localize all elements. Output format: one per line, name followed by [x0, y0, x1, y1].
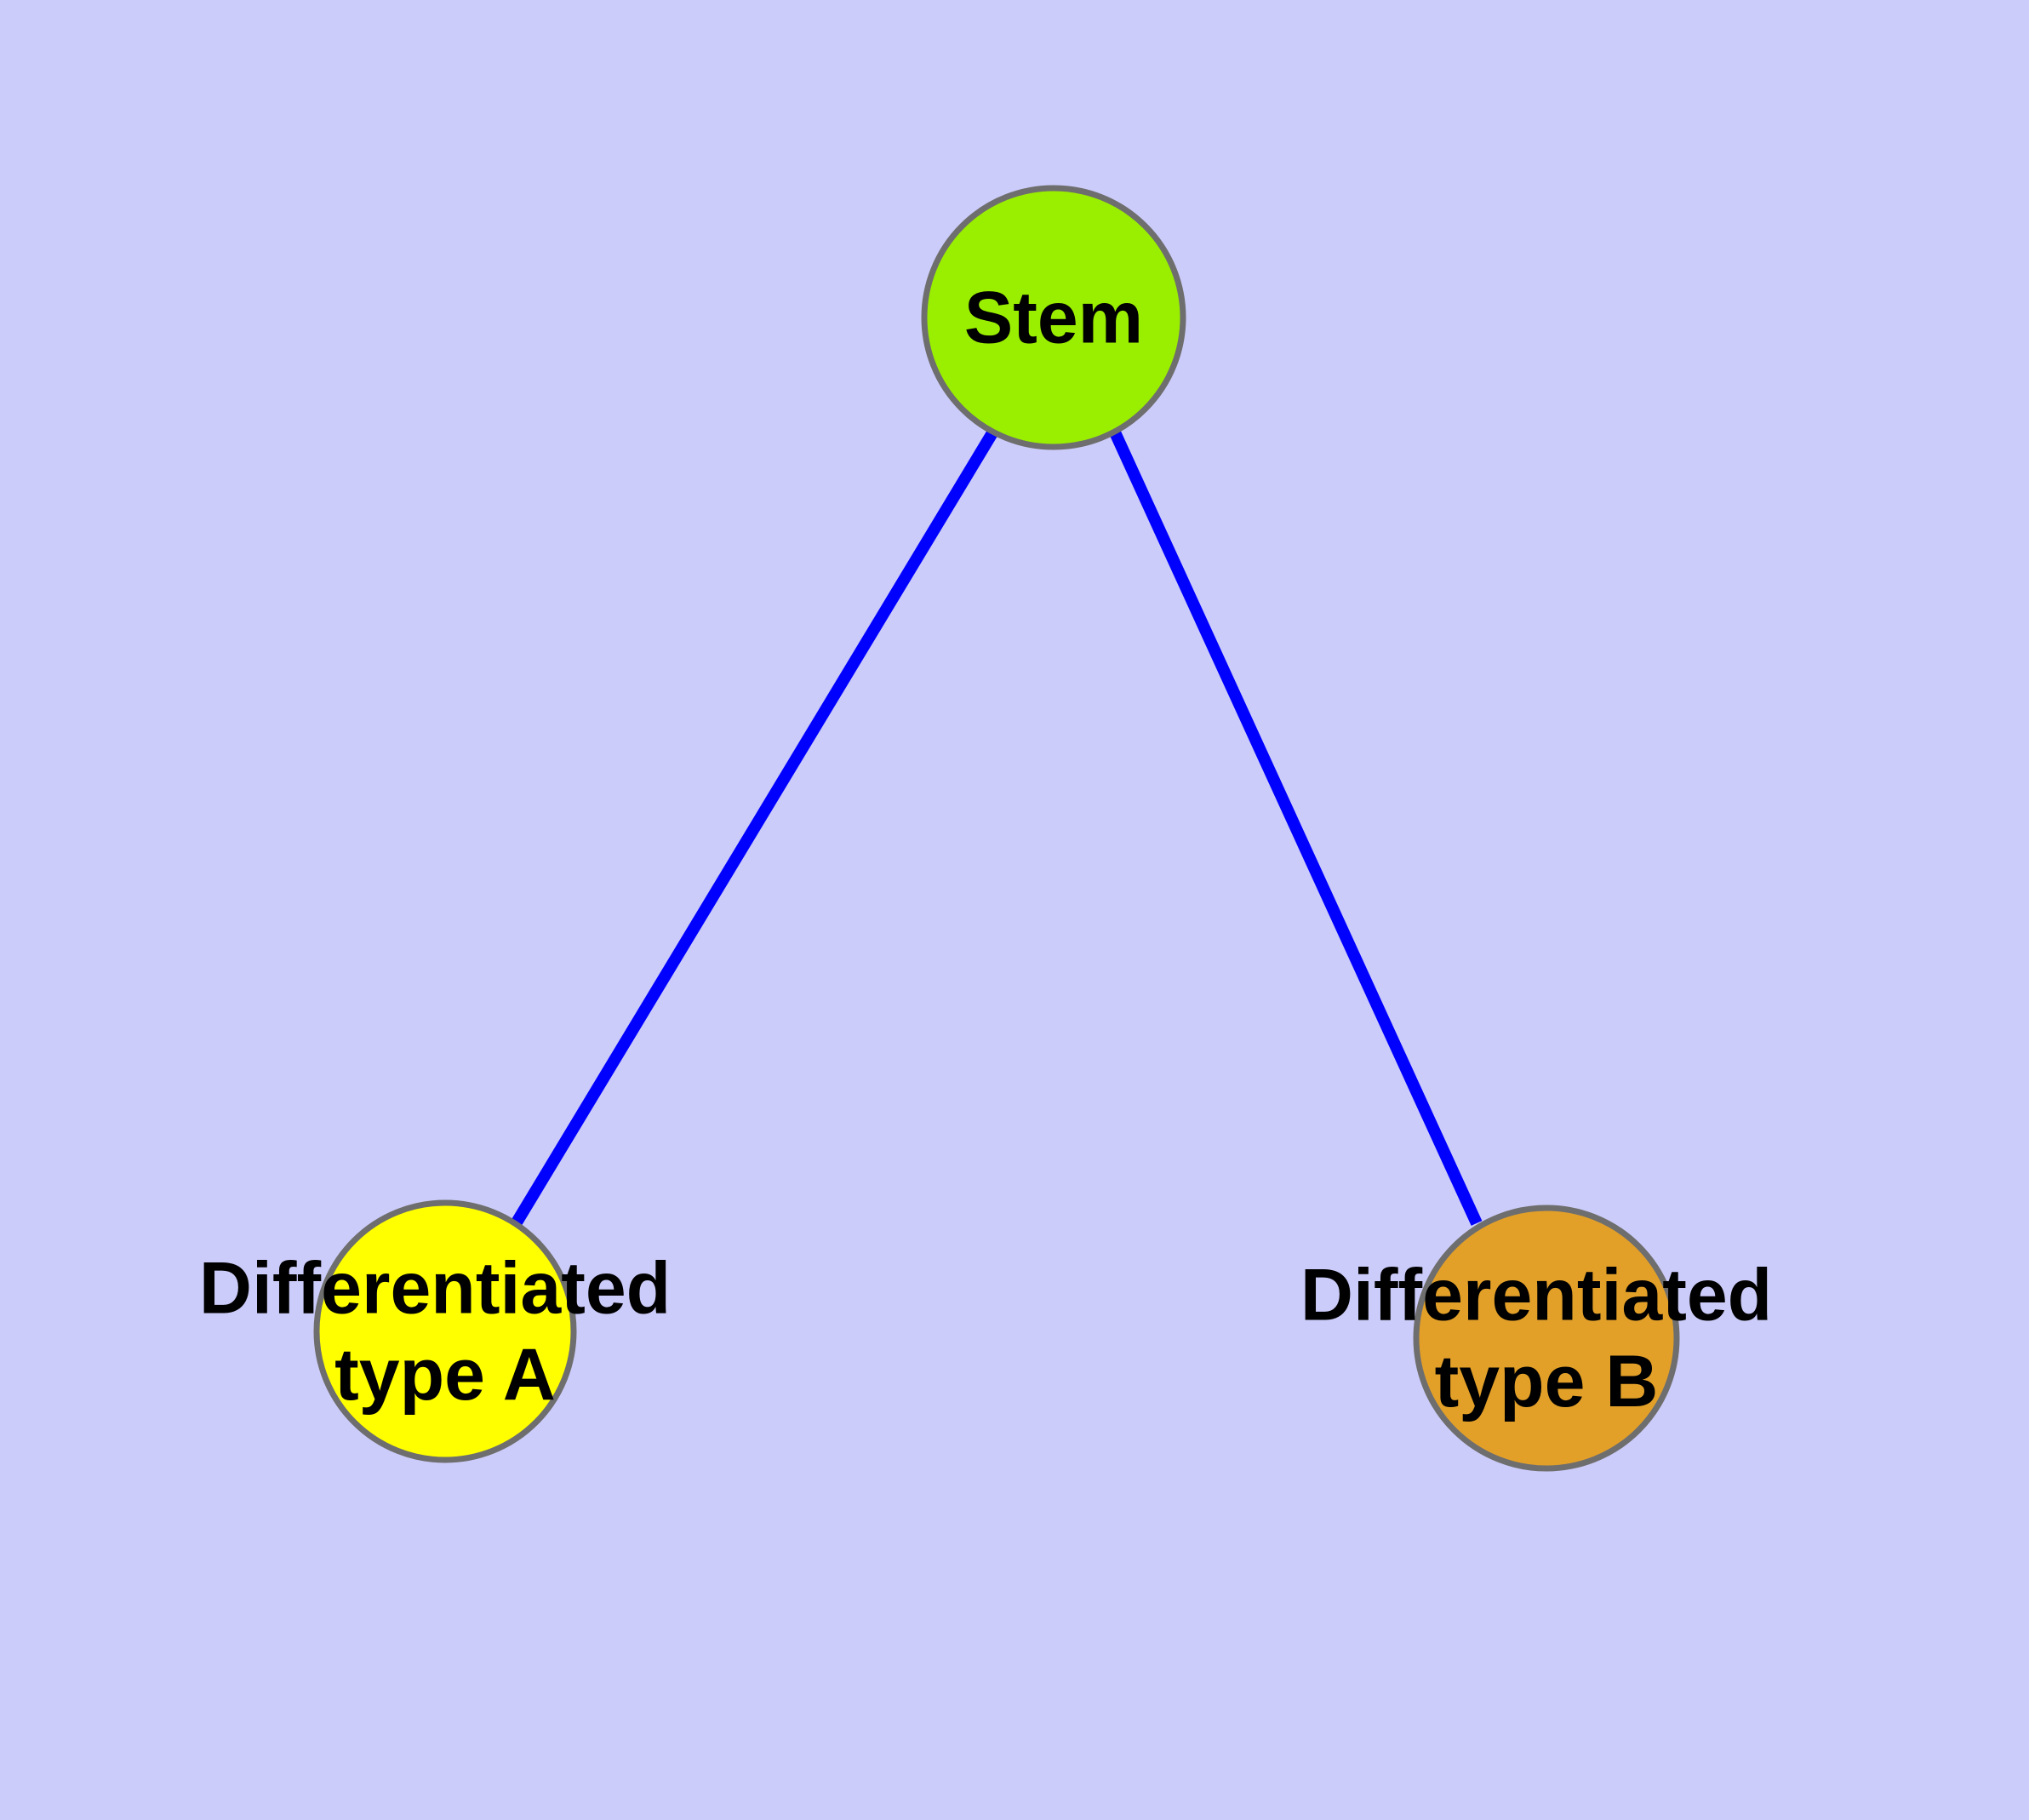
node-label-differentiated-type-a-line-1: Differentiated [199, 1247, 671, 1329]
node-differentiated-type-b[interactable] [1413, 1205, 1680, 1472]
node-stem[interactable] [921, 185, 1186, 450]
node-circle-differentiated-type-a[interactable] [313, 1199, 577, 1463]
node-circle-differentiated-type-b[interactable] [1413, 1205, 1680, 1472]
node-label-differentiated-type-b: Differentiated type B [1300, 1249, 1792, 1422]
edges-group [512, 428, 1483, 1226]
node-differentiated-type-a[interactable] [313, 1199, 577, 1463]
node-label-stem-line-1: Stem [964, 277, 1143, 358]
node-label-differentiated-type-b-line-2: type B [1435, 1341, 1659, 1422]
node-label-stem: Stem [964, 277, 1143, 358]
node-label-differentiated-type-a-line-2: type A [334, 1334, 556, 1416]
edge-stem-to-differentiated-type-b [1109, 430, 1483, 1226]
labels-group: Stem Differentiated type A Differentiate… [199, 277, 1792, 1422]
node-label-differentiated-type-b-line-1: Differentiated [1300, 1254, 1772, 1336]
node-label-differentiated-type-a: Differentiated type A [199, 1242, 691, 1416]
edge-stem-to-differentiated-type-a [512, 428, 998, 1226]
node-circle-stem[interactable] [921, 185, 1186, 450]
nodes-group [313, 185, 1680, 1472]
